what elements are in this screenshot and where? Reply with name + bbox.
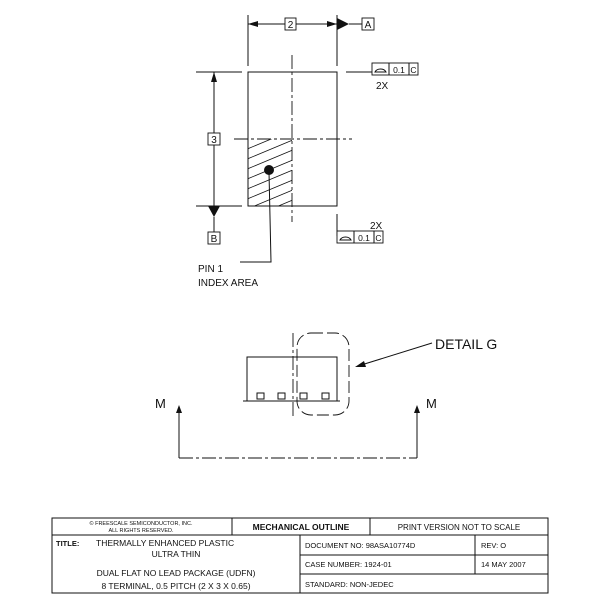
datum-b-label: B [211,234,218,245]
pin1-leader-line [240,171,272,263]
print-version-note: PRINT VERSION NOT TO SCALE [398,523,521,532]
document-number: DOCUMENT NO: 98ASA10774D [305,541,416,550]
revision: REV: O [481,541,506,550]
section-arrow-left [176,405,182,413]
mechanical-outline-label: MECHANICAL OUTLINE [253,522,350,532]
terminal-pad [299,392,308,400]
terminal-pad [256,392,265,400]
tolerance-bottom-count: 2X [370,221,383,232]
height-dimension-value: 3 [211,135,217,146]
section-label-left: M [155,396,166,411]
copyright-line2: ALL RIGHTS RESERVED. [108,528,174,534]
section-arrow-right [414,405,420,413]
title-line3: DUAL FLAT NO LEAD PACKAGE (UDFN) [97,568,256,578]
tolerance-value: 0.1 [358,233,370,243]
detail-g-label: DETAIL G [435,336,497,352]
terminal-pads [256,392,330,400]
width-dimension-value: 2 [288,20,294,31]
pin1-label-line2: INDEX AREA [198,278,258,289]
title-line4: 8 TERMINAL, 0.5 PITCH (2 X 3 X 0.65) [101,581,250,591]
title-line2: ULTRA THIN [152,549,201,559]
date: 14 MAY 2007 [481,560,526,569]
side-view: DETAIL G M M [155,332,497,459]
standard: STANDARD: NON-JEDEC [305,580,394,589]
profile-of-surface-icon [374,68,387,73]
pin1-label-line1: PIN 1 [198,264,223,275]
title-label: TITLE: [56,539,79,548]
title-block: © FREESCALE SEMICONDUCTOR, INC. ALL RIGH… [51,517,549,594]
tolerance-frame-top: 0.1 C [371,62,419,76]
case-number: CASE NUMBER: 1924-01 [305,560,392,569]
tolerance-datum: C [375,233,381,243]
detail-g-leader [357,342,433,367]
top-view: 2 A 3 B 0.1 C 2X 2X [196,15,419,289]
terminal-pad [277,392,286,400]
tolerance-datum: C [410,65,416,75]
datum-a-label: A [365,20,372,31]
pin1-index-dot [264,165,274,175]
terminal-pad [321,392,330,400]
tolerance-value: 0.1 [393,65,405,75]
profile-of-surface-icon [339,236,352,241]
detail-g-boundary [296,332,350,416]
section-label-right: M [426,396,437,411]
tolerance-frame-bottom: 0.1 C [336,230,384,244]
title-line1: THERMALLY ENHANCED PLASTIC [96,538,234,548]
tolerance-top-count: 2X [376,81,389,92]
copyright-line1: © FREESCALE SEMICONDUCTOR, INC. [90,520,193,527]
datum-b-triangle [208,206,220,217]
datum-a-triangle [337,18,349,30]
package-side-outline [246,356,338,402]
